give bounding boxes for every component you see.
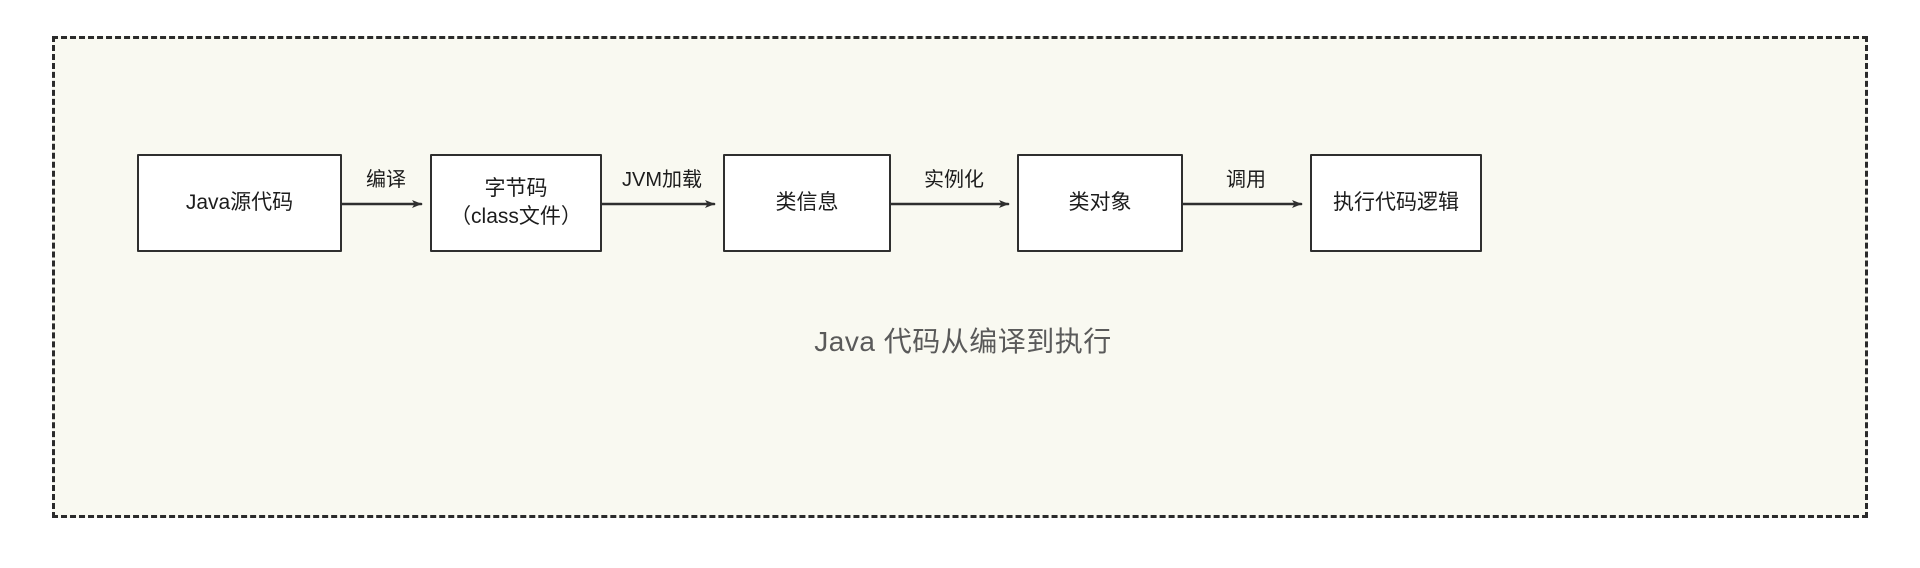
edge-label-compile: 编译 [366,169,406,191]
diagram-caption: Java 代码从编译到执行 [814,326,1112,357]
node-class-info[interactable]: 类信息 [723,154,891,252]
edge-label-jvm-load: JVM加载 [622,169,702,191]
flow-row: Java源代码 字节码 （class文件） 类信息 类对象 执行代码逻辑 编译 … [55,39,1871,521]
edge-label-instantiate: 实例化 [924,169,984,191]
node-class-object-line-0: 类对象 [1068,190,1132,214]
node-bytecode[interactable]: 字节码 （class文件） [430,154,602,252]
node-java-source[interactable]: Java源代码 [137,154,342,252]
node-execute-logic-line-0: 执行代码逻辑 [1333,190,1459,214]
edge-label-invoke: 调用 [1226,169,1266,191]
node-java-source-line-0: Java源代码 [185,190,294,214]
node-class-info-line-0: 类信息 [775,190,839,214]
dashed-frame-container: Java源代码 字节码 （class文件） 类信息 类对象 执行代码逻辑 编译 … [52,36,1868,518]
node-bytecode-line-0: 字节码 [484,176,548,200]
node-execute-logic[interactable]: 执行代码逻辑 [1310,154,1482,252]
node-class-object[interactable]: 类对象 [1017,154,1183,252]
node-bytecode-line-1: （class文件） [450,205,582,228]
